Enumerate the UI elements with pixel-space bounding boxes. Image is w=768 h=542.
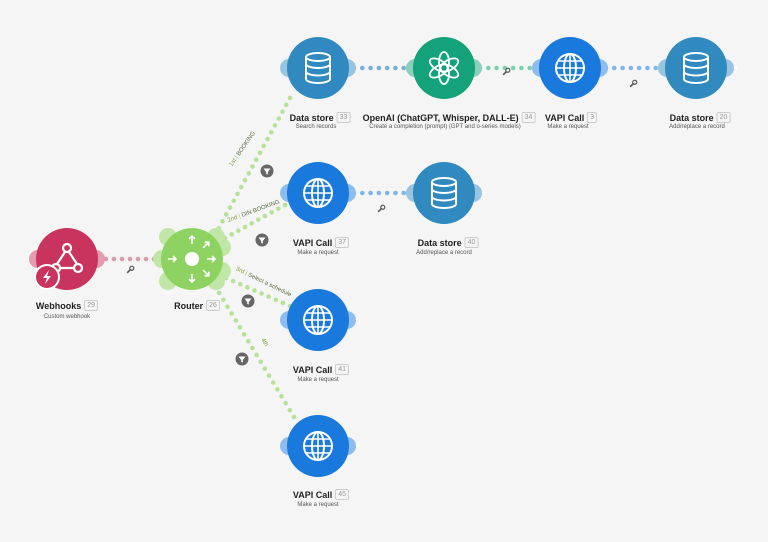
- openai-icon: [428, 51, 460, 85]
- globe-icon: [555, 53, 585, 83]
- filter-icon-route-4[interactable]: [235, 352, 249, 366]
- svg-text:+: +: [481, 188, 487, 199]
- node-ds2[interactable]: +: [658, 35, 739, 101]
- database-icon: [431, 177, 457, 209]
- filter-icon-route-3[interactable]: [241, 294, 255, 308]
- node-vapi1[interactable]: [532, 35, 608, 101]
- link-router-vapi4: [212, 283, 297, 420]
- node-subtitle-webhooks: Custom webhook: [43, 314, 91, 320]
- node-webhooks[interactable]: [29, 226, 105, 292]
- node-openai[interactable]: [406, 35, 482, 101]
- wrench-vapi1-ds2[interactable]: [629, 79, 638, 88]
- svg-text:+: +: [355, 441, 361, 452]
- router-icon: [168, 234, 217, 284]
- node-router[interactable]: [153, 226, 231, 292]
- node-subtitle-vapi-call-45: Make a request: [297, 502, 339, 508]
- svg-text:+: +: [733, 63, 739, 74]
- link-router-vapi2: [222, 202, 288, 241]
- wrench-vapi2-ds3[interactable]: [377, 204, 386, 213]
- node-vapi3[interactable]: +: [280, 287, 361, 353]
- add-module-button[interactable]: +: [355, 315, 361, 326]
- globe-icon: [303, 431, 333, 461]
- link-router-vapi3: [223, 275, 293, 309]
- node-subtitle-vapi-call-3: Make a request: [547, 124, 589, 130]
- svg-text:+: +: [355, 315, 361, 326]
- node-subtitle-openai: Create a completion (prompt) (GPT and o-…: [369, 124, 521, 130]
- wrench-webhooks-router[interactable]: [126, 265, 135, 274]
- database-icon: [305, 52, 331, 84]
- node-vapi4[interactable]: +: [280, 413, 361, 479]
- node-ds3[interactable]: +: [406, 160, 487, 226]
- node-subtitle-vapi-call-37: Make a request: [297, 250, 339, 256]
- add-module-button[interactable]: +: [733, 63, 739, 74]
- wrench-openai-vapi1[interactable]: [502, 67, 511, 76]
- node-vapi2[interactable]: [280, 160, 356, 226]
- link-vapi1-ds2: [603, 65, 667, 71]
- node-subtitle-vapi-call-41: Make a request: [297, 377, 339, 383]
- link-router-ds1: [212, 95, 293, 238]
- node-subtitle-data-store-33: Search records: [295, 124, 337, 130]
- node-subtitle-data-store-40: Add/replace a record: [416, 250, 472, 256]
- globe-icon: [303, 305, 333, 335]
- filter-icon-route-2[interactable]: [255, 233, 269, 247]
- filter-icon-route-1[interactable]: [260, 164, 274, 178]
- node-subtitle-data-store-20: Add/replace a record: [669, 124, 725, 130]
- link-vapi2-ds3: [351, 190, 415, 196]
- instant-trigger-icon: [34, 264, 60, 290]
- node-title-openai: OpenAI (ChatGPT, Whisper, DALL-E)34: [363, 112, 536, 123]
- globe-icon: [303, 178, 333, 208]
- add-module-button[interactable]: +: [355, 441, 361, 452]
- node-ds1[interactable]: [280, 35, 356, 101]
- add-module-button[interactable]: +: [481, 188, 487, 199]
- link-ds1-openai: [351, 65, 415, 71]
- database-icon: [683, 52, 709, 84]
